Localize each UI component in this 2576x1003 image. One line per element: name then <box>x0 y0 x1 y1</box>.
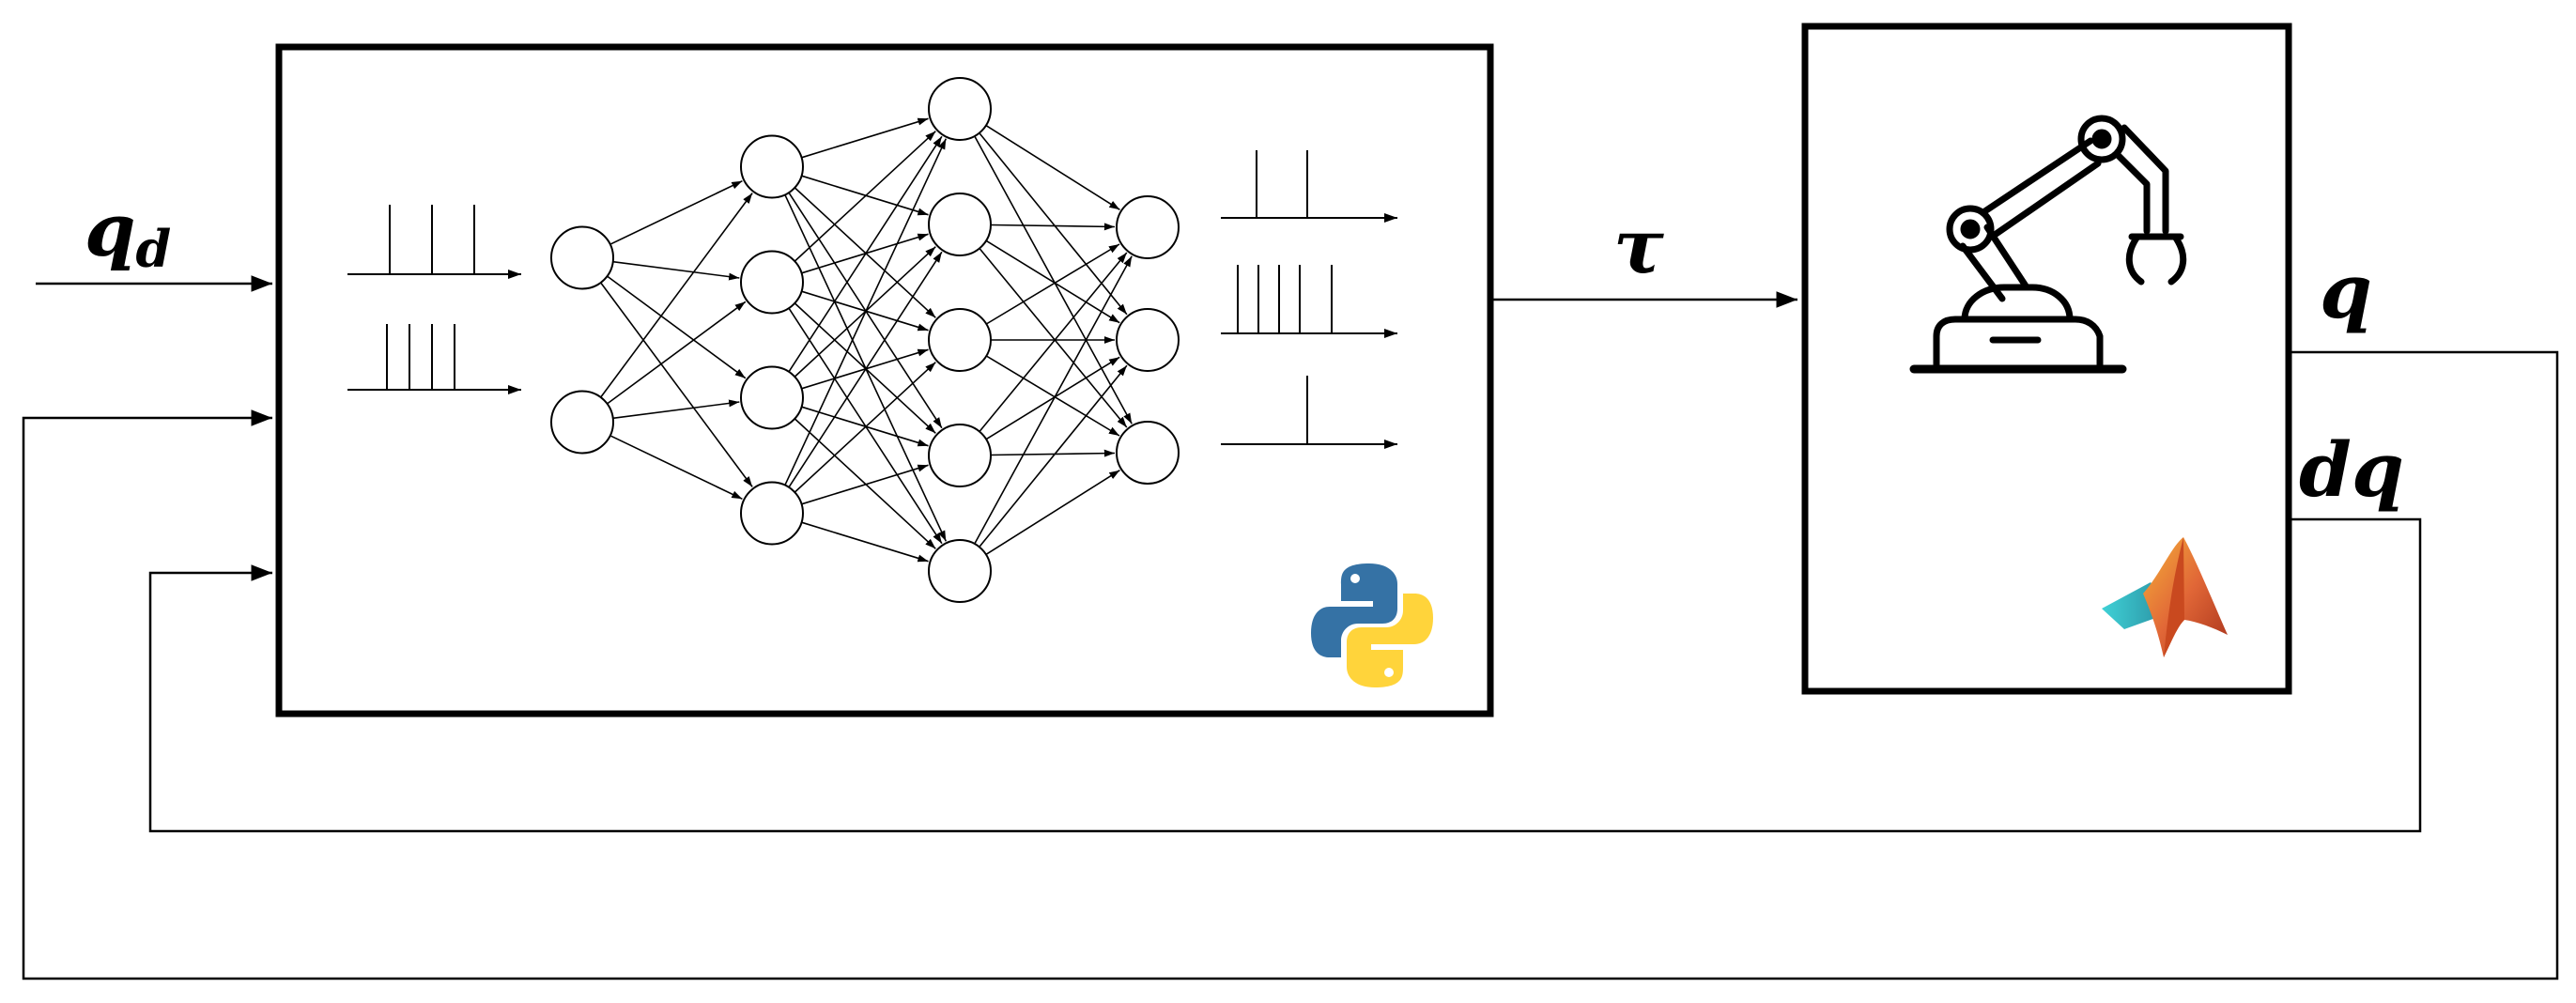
neuron-l3-5 <box>928 539 992 603</box>
nn-connection-l3-1-1 <box>985 124 1120 210</box>
nn-connection-l3-1-3 <box>974 135 1133 424</box>
nn-connection-l3-5-1 <box>974 255 1133 545</box>
nn-connection-l2-4-4 <box>801 464 929 505</box>
nn-connection-l3-2-1 <box>990 223 1116 231</box>
nn-connection-l1-1-3 <box>607 275 747 379</box>
neuron-l3-1 <box>928 77 992 141</box>
nn-connection-l3-5-2 <box>979 364 1128 548</box>
output-spike-train-3 <box>1221 376 1397 449</box>
nn-connection-l2-1-1 <box>801 117 929 159</box>
neuron-l1-1 <box>550 225 614 290</box>
nn-connection-l1-1-4 <box>600 282 753 487</box>
nn-connection-l1-1-1 <box>609 179 743 245</box>
nn-connection-l2-2-3 <box>801 290 929 332</box>
nn-connection-l2-2-1 <box>794 131 936 262</box>
nn-connection-l3-3-1 <box>985 243 1120 325</box>
nn-connection-l2-4-5 <box>801 521 929 563</box>
nn-connection-l3-1-2 <box>979 132 1128 316</box>
nn-connection-l2-1-2 <box>801 175 929 216</box>
label-qd: qd <box>85 188 171 279</box>
input-spike-trains <box>347 205 521 394</box>
nn-connection-l2-1-3 <box>794 187 936 318</box>
neuron-l4-1 <box>1116 195 1180 259</box>
nn-connection-l3-5-3 <box>985 470 1120 556</box>
nn-connection-l2-3-4 <box>801 406 929 447</box>
label-tau: τ <box>1613 202 1664 290</box>
input-spike-train-1 <box>347 205 521 279</box>
neuron-l1-2 <box>550 390 614 455</box>
neuron-l3-2 <box>928 193 992 256</box>
neuron-l2-1 <box>740 134 804 199</box>
nn-connection-l2-4-3 <box>794 362 936 493</box>
python-logo-icon <box>1311 563 1433 687</box>
nn-connection-l3-4-1 <box>979 252 1128 433</box>
nn-connection-l3-4-3 <box>990 449 1116 457</box>
nn-connection-l2-2-4 <box>794 302 936 434</box>
nn-connection-l2-3-5 <box>794 418 936 549</box>
neuron-l2-3 <box>740 365 804 430</box>
nn-connection-l3-2-3 <box>979 247 1128 428</box>
output-spike-train-2 <box>1221 265 1397 338</box>
nn-neurons <box>550 77 1180 603</box>
nn-connection-l3-2-2 <box>985 239 1120 324</box>
label-dq: dq <box>2299 425 2404 514</box>
nn-connection-l1-1-2 <box>612 260 740 281</box>
matlab-logo-icon <box>2102 537 2228 657</box>
output-spike-trains <box>1221 150 1397 449</box>
nn-connection-l2-4-1 <box>784 138 948 486</box>
nn-connection-l1-2-4 <box>609 435 743 501</box>
nn-connection-l3-3-3 <box>985 355 1120 437</box>
output-spike-train-1 <box>1221 150 1397 223</box>
nn-connection-l2-3-1 <box>788 135 943 373</box>
controller-block <box>275 43 1494 718</box>
nn-connection-l1-2-1 <box>600 193 753 398</box>
nn-connections <box>600 117 1133 563</box>
neuron-l4-2 <box>1116 308 1180 372</box>
neuron-l4-3 <box>1116 421 1180 485</box>
nn-connection-l1-2-3 <box>612 399 740 420</box>
neuron-l3-3 <box>928 308 992 372</box>
robotic-arm-icon <box>1909 115 2187 374</box>
nn-connection-l3-4-2 <box>985 356 1120 440</box>
neuron-l3-4 <box>928 424 992 487</box>
label-q: q <box>2320 247 2372 335</box>
neuron-l2-2 <box>740 250 804 315</box>
nn-connection-l1-2-2 <box>607 301 747 405</box>
neuron-l2-4 <box>740 481 804 546</box>
input-spike-train-2 <box>347 324 521 394</box>
feedback-q-line <box>22 350 2559 980</box>
feedback-dq-line <box>148 517 2422 833</box>
plant-block <box>1801 23 2292 695</box>
nn-connection-l2-4-2 <box>788 251 943 488</box>
